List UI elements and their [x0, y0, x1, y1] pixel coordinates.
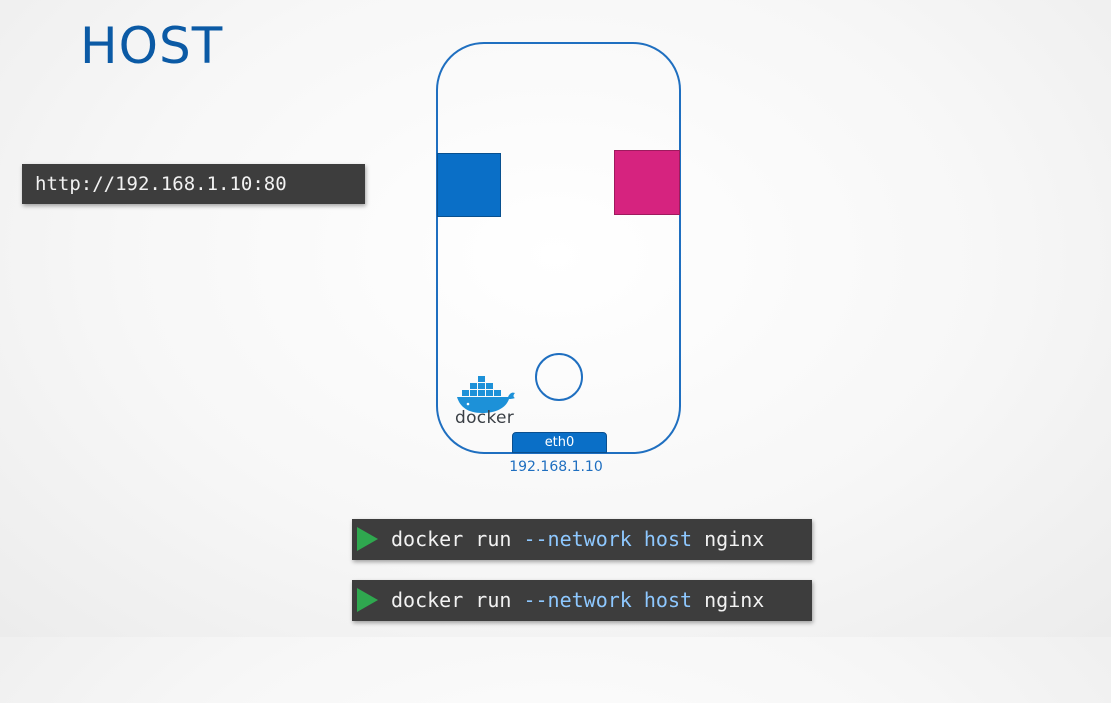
command-line-2: docker run --network host nginx: [352, 580, 812, 621]
command-flag-value: host: [643, 527, 693, 551]
docker-whale-icon: [454, 375, 520, 431]
command-text: docker run --network host nginx: [391, 519, 764, 560]
host-box: [436, 42, 681, 454]
url-box: http://192.168.1.10:80: [22, 164, 365, 204]
command-cmd: docker run: [391, 527, 512, 551]
docker-logo-text: docker: [455, 408, 515, 428]
command-flag: --network: [523, 527, 632, 551]
interface-ip: 192.168.1.10: [509, 459, 603, 475]
command-text: docker run --network host nginx: [391, 580, 764, 621]
host-network-circle: [535, 353, 583, 401]
eth0-interface: eth0: [512, 432, 607, 453]
command-image: nginx: [704, 588, 765, 612]
command-image: nginx: [704, 527, 765, 551]
url-text: http://192.168.1.10:80: [35, 173, 287, 195]
play-icon: [357, 527, 378, 551]
play-icon: [357, 588, 378, 612]
interface-name: eth0: [544, 435, 575, 450]
command-flag: --network: [523, 588, 632, 612]
page-title: HOST: [80, 17, 224, 75]
command-line-1: docker run --network host nginx: [352, 519, 812, 560]
container-pink: [614, 150, 680, 215]
command-flag-value: host: [643, 588, 693, 612]
command-cmd: docker run: [391, 588, 512, 612]
container-blue: [437, 153, 501, 217]
